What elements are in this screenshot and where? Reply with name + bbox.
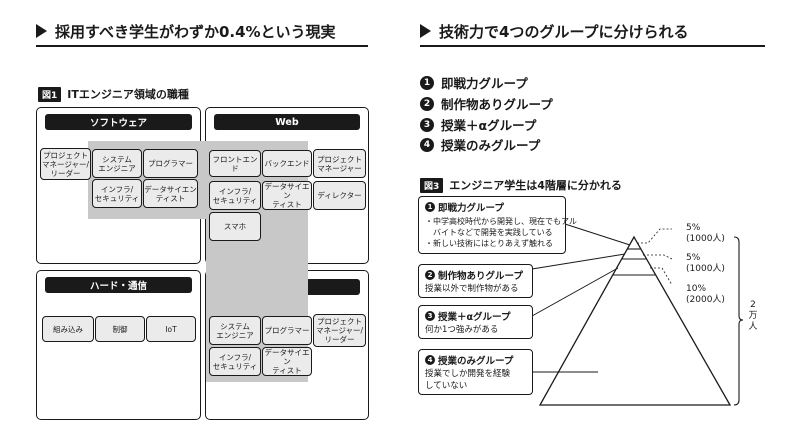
- left-section-heading: 採用すべき学生がわずか0.4%という現実: [36, 18, 336, 44]
- percentage-count: (1000人): [686, 264, 725, 274]
- right-section-heading: 技術力で4つのグループに分けられる: [420, 18, 689, 44]
- job-software-infra: インフラ/ セキュリティ: [92, 179, 142, 208]
- callout-body: ・中学高校時代から開発し、現在でもアル バイトなどで開発を実践している ・新しい…: [425, 217, 577, 248]
- right-heading-text: 技術力で4つのグループに分けられる: [439, 22, 689, 41]
- left-heading-rule: [36, 45, 368, 47]
- connector-3: [531, 267, 619, 317]
- figure3-title: エンジニア学生は4階層に分かれる: [449, 179, 622, 192]
- figure1-label: 図1 ITエンジニア領域の職種: [38, 86, 189, 102]
- figure3-tag: 図3: [420, 177, 444, 193]
- software-title: ソフトウェア: [45, 114, 192, 130]
- circled-number-icon: 1: [425, 202, 435, 212]
- job-hard-iot: IoT: [146, 316, 196, 342]
- job-software-se: システム エンジニア: [92, 149, 142, 178]
- job-sier-pm: プロジェクト マネージャー/ リーダー: [313, 314, 366, 347]
- group-item-3: 3 授業＋αグループ: [420, 115, 536, 134]
- figure1-tag: 図1: [38, 86, 62, 102]
- job-web-director: ディレクター: [313, 181, 366, 210]
- hard-panel: ハード・通信: [36, 270, 201, 420]
- job-sier-se: システム エンジニア: [209, 316, 261, 345]
- job-hard-control: 制御: [95, 316, 145, 342]
- leader-2: [643, 254, 673, 260]
- callout-body: 授業でしか開発を経験 していない: [425, 369, 511, 391]
- right-heading-rule: [420, 45, 765, 47]
- callout-title: 授業＋αグループ: [438, 312, 511, 323]
- group-label: 授業のみグループ: [441, 138, 541, 153]
- circled-number-icon: 2: [420, 96, 434, 111]
- circled-number-icon: 2: [425, 270, 435, 280]
- percentage-tier-3: 10% (2000人): [686, 284, 725, 306]
- group-label: 制作物ありグループ: [441, 97, 553, 112]
- job-sier-datascientist: データサイエン ティスト: [262, 347, 312, 376]
- group-item-2: 2 制作物ありグループ: [420, 94, 553, 113]
- job-sier-programmer: プログラマー: [262, 316, 312, 345]
- group-label: 授業＋αグループ: [441, 118, 537, 133]
- percentage-value: 10%: [686, 284, 707, 294]
- callout-body: 授業以外で制作物がある: [425, 284, 519, 294]
- leader-3: [650, 267, 673, 286]
- job-hard-embedded: 組み込み: [42, 316, 94, 342]
- job-software-datascientist: データサイエン ティスト: [143, 179, 198, 208]
- circled-number-icon: 3: [420, 117, 434, 132]
- percentage-count: (1000人): [686, 234, 725, 244]
- triangle-bullet-icon: [36, 24, 47, 38]
- connector-2: [531, 253, 626, 270]
- figure1-title: ITエンジニア領域の職種: [67, 88, 189, 101]
- percentage-count: (2000人): [686, 295, 725, 305]
- total-students-label: 2 万 人: [748, 300, 758, 332]
- circled-number-icon: 4: [425, 355, 435, 365]
- circled-number-icon: 4: [420, 137, 434, 152]
- job-software-pm: プロジェクト マネージャー/ リーダー: [40, 148, 91, 180]
- percentage-value: 5%: [686, 253, 701, 263]
- web-title: Web: [214, 114, 360, 130]
- hard-title: ハード・通信: [45, 277, 192, 293]
- pyramid-shape: [538, 235, 732, 406]
- job-web-backend: バックエンド: [262, 150, 312, 177]
- job-web-datascientist: データサイエン ティスト: [262, 181, 312, 210]
- callout-body: 何か1つ強みがある: [425, 325, 499, 335]
- percentage-tier-2: 5% (1000人): [686, 253, 725, 275]
- percentage-value: 5%: [686, 223, 701, 233]
- job-software-programmer: プログラマー: [143, 149, 198, 178]
- circled-number-icon: 1: [420, 75, 434, 90]
- group-item-4: 4 授業のみグループ: [420, 135, 540, 154]
- circled-number-icon: 3: [425, 311, 435, 321]
- group-label: 即戦力グループ: [441, 76, 528, 91]
- percentage-tier-1: 5% (1000人): [686, 223, 725, 245]
- job-web-frontend: フロントエンド: [209, 150, 261, 177]
- left-heading-text: 採用すべき学生がわずか0.4%という現実: [55, 22, 336, 41]
- callout-title: 即戦力グループ: [438, 203, 504, 214]
- callout-title: 授業のみグループ: [438, 356, 514, 367]
- job-sier-infra: インフラ/ セキュリティ: [209, 347, 261, 376]
- job-web-smartphone: スマホ: [209, 212, 261, 241]
- total-brace: [733, 236, 744, 406]
- connector-1: [564, 223, 631, 246]
- callout-title: 制作物ありグループ: [438, 271, 523, 282]
- job-web-pm: プロジェクト マネージャー: [313, 149, 366, 178]
- group-item-1: 1 即戦力グループ: [420, 73, 528, 92]
- leader-1: [637, 228, 672, 244]
- job-web-infra: インフラ/ セキュリティ: [209, 181, 261, 210]
- triangle-bullet-icon: [420, 24, 431, 38]
- figure3-label: 図3 エンジニア学生は4階層に分かれる: [420, 177, 622, 193]
